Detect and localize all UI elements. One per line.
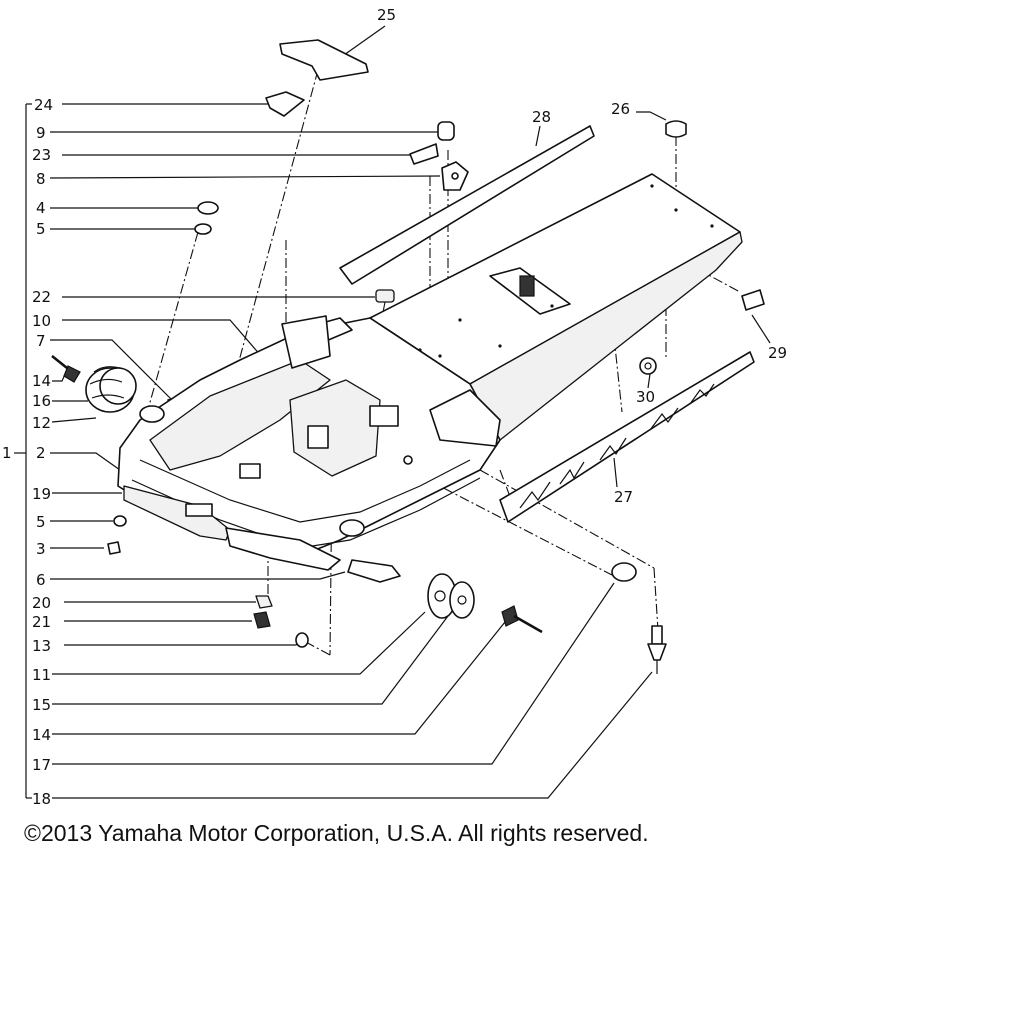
callout-label: 5 <box>36 513 46 531</box>
callout-1: 1 <box>2 444 12 462</box>
assembly-bracket: 1 <box>2 103 32 799</box>
callout-label: 7 <box>36 332 46 350</box>
nut-20 <box>255 595 273 609</box>
callout-label: 27 <box>614 488 633 506</box>
callout-label: 6 <box>36 571 46 589</box>
flanges-11-15 <box>427 573 475 619</box>
stud-18 <box>647 625 667 674</box>
callout-label: 24 <box>34 96 53 114</box>
nut-21 <box>253 611 271 629</box>
wedge-23 <box>409 143 439 165</box>
clamp-16-12 <box>85 366 137 413</box>
callout-label: 20 <box>32 594 51 612</box>
cap-9 <box>437 121 455 141</box>
callout-label: 30 <box>636 388 655 406</box>
bolt-14-left <box>51 355 81 383</box>
tunnel-chassis <box>117 173 743 583</box>
callout-label: 16 <box>32 392 51 410</box>
leader-lines <box>49 25 771 799</box>
callout-label: 29 <box>768 344 787 362</box>
callout-label: 15 <box>32 696 51 714</box>
callout-label: 13 <box>32 637 51 655</box>
callout-label: 3 <box>36 540 46 558</box>
callout-label: 14 <box>32 726 51 744</box>
washer-4 <box>197 201 219 215</box>
washer-5-lower <box>113 515 127 527</box>
callout-label: 17 <box>32 756 51 774</box>
callout-label: 14 <box>32 372 51 390</box>
callout-label: 10 <box>32 312 51 330</box>
block-22 <box>375 289 395 303</box>
callout-label: 4 <box>36 199 46 217</box>
copyright-notice: ©2013 Yamaha Motor Corporation, U.S.A. A… <box>24 820 649 846</box>
callout-label: 11 <box>32 666 51 684</box>
decal-strip-27 <box>499 351 755 523</box>
washer-5 <box>194 223 212 235</box>
nut-30 <box>639 357 657 375</box>
callout-label: 28 <box>532 108 551 126</box>
callout-label: 12 <box>32 414 51 432</box>
callout-label: 9 <box>36 124 46 142</box>
callout-label: 23 <box>32 146 51 164</box>
callout-label: 26 <box>611 100 630 118</box>
callout-label: 8 <box>36 170 46 188</box>
side-strip-28 <box>339 125 595 285</box>
top-callout-labels: 25 28 26 29 30 27 <box>377 6 787 506</box>
callout-label: 2 <box>36 444 46 462</box>
clip-29 <box>741 289 765 311</box>
callout-label: 25 <box>377 6 396 24</box>
left-callout-labels: 24 9 23 8 4 5 22 10 7 14 16 12 2 19 5 3 … <box>32 96 53 808</box>
plate-24 <box>265 91 305 117</box>
cap-26 <box>665 120 687 138</box>
callout-label: 18 <box>32 790 51 808</box>
bolt-14-lower <box>501 605 543 634</box>
nut-3 <box>107 541 121 555</box>
callout-label: 21 <box>32 613 51 631</box>
callout-label: 19 <box>32 485 51 503</box>
grommet-13 <box>295 632 309 648</box>
callout-label: 5 <box>36 220 46 238</box>
floor-panel-25 <box>279 39 369 81</box>
cap-17 <box>611 562 637 582</box>
callout-label: 22 <box>32 288 51 306</box>
